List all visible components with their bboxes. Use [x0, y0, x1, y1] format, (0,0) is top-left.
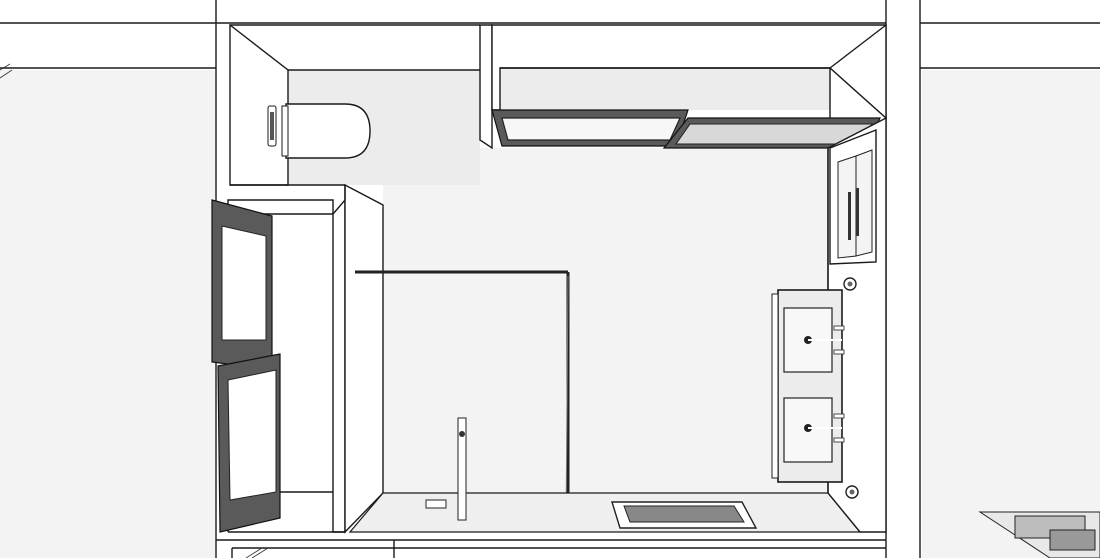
shower-ledge — [348, 492, 862, 533]
skylight-windows — [491, 109, 881, 149]
two-framed-mirrors — [211, 199, 281, 533]
bottom-wall — [216, 539, 886, 558]
left-room — [0, 63, 215, 558]
towel-ring — [843, 277, 859, 499]
right-room — [922, 70, 1100, 558]
shower-mixer — [425, 417, 467, 521]
wall-hung-toilet — [281, 103, 371, 159]
two-basins — [783, 307, 845, 463]
wall-cabinet — [829, 128, 877, 265]
shower-wall-block — [344, 183, 384, 534]
flush-plate — [267, 105, 277, 147]
shower-screen — [355, 270, 570, 529]
shower-drain — [611, 501, 758, 529]
